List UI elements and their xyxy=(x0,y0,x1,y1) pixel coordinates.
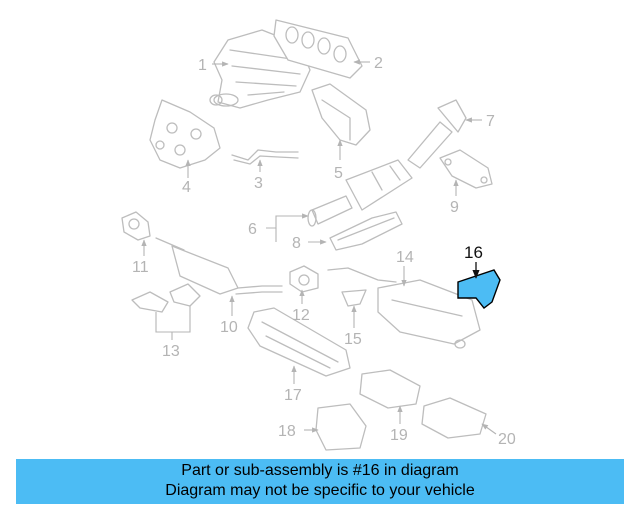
caption-line-part: Part or sub-assembly is #16 in diagram xyxy=(181,462,459,479)
callout-9: 9 xyxy=(450,199,459,216)
callout-11: 11 xyxy=(132,259,149,276)
exhaust-parts-diagram: 1 2 3 4 5 6 7 8 9 10 11 12 13 14 15 16 1… xyxy=(121,19,516,451)
part-20-heat-shield xyxy=(421,397,487,439)
callout-15: 15 xyxy=(344,331,362,348)
part-14-rear-muffler xyxy=(327,267,481,349)
callout-14: 14 xyxy=(396,249,414,266)
callout-1: 1 xyxy=(198,57,207,74)
part-15-hanger xyxy=(341,289,367,307)
callout-6: 6 xyxy=(248,221,257,238)
callout-8: 8 xyxy=(292,235,301,252)
callout-10: 10 xyxy=(220,319,238,336)
part-16-heat-shield-highlighted xyxy=(457,269,501,309)
callout-5: 5 xyxy=(334,165,343,182)
callout-7: 7 xyxy=(486,113,495,130)
part-5-bracket xyxy=(311,83,371,146)
callout-13: 13 xyxy=(162,343,180,360)
part-17-floor-heat-shield xyxy=(247,307,351,377)
part-4-heat-shield xyxy=(149,99,221,169)
caption-line-disclaimer: Diagram may not be specific to your vehi… xyxy=(165,482,475,499)
part-10-front-pipe xyxy=(155,237,283,295)
callout-19: 19 xyxy=(390,427,408,444)
callout-12: 12 xyxy=(292,307,310,324)
part-9-hanger xyxy=(439,149,493,189)
callout-16: 16 xyxy=(464,243,483,262)
callout-2: 2 xyxy=(374,55,383,72)
info-banner: Part or sub-assembly is #16 in diagram D… xyxy=(16,459,624,504)
part-11-clamp xyxy=(121,211,151,241)
part-8-shield-plate xyxy=(329,211,403,251)
part-13-brackets xyxy=(131,283,201,313)
part-19-heat-shield xyxy=(359,369,421,409)
callout-17: 17 xyxy=(284,387,302,404)
callout-4: 4 xyxy=(182,179,191,196)
part-2-manifold-gasket xyxy=(273,19,363,79)
callout-18: 18 xyxy=(278,423,296,440)
part-18-heat-shield xyxy=(315,403,367,451)
part-6-catalytic-converter xyxy=(307,121,453,227)
part-12-clamp xyxy=(289,265,319,293)
callout-3: 3 xyxy=(254,175,263,192)
callout-20: 20 xyxy=(498,431,516,448)
part-3-tube xyxy=(231,149,299,165)
